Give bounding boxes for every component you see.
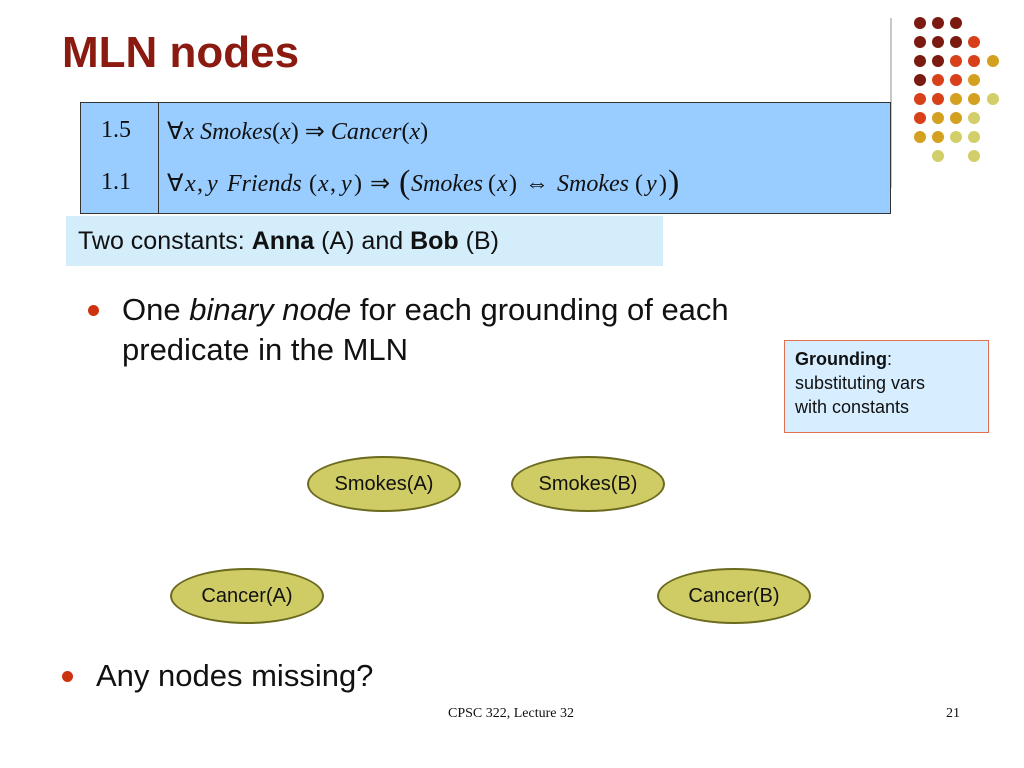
- node-smokes-b: Smokes(B): [511, 456, 665, 512]
- bullet-emphasis: binary node: [189, 292, 352, 327]
- implies-symbol: ⇒: [298, 119, 331, 145]
- constants-prefix: Two constants:: [78, 227, 252, 255]
- svg-text:y: y: [339, 171, 352, 197]
- slide-title: MLN nodes: [62, 28, 300, 77]
- svg-text:): ): [509, 171, 517, 197]
- footer-page-number: 21: [946, 706, 960, 721]
- svg-text:): ): [668, 164, 679, 201]
- formula-1-part: ): [420, 119, 429, 145]
- svg-text:y: y: [205, 171, 218, 197]
- grounding-callout: Grounding: substituting vars with consta…: [784, 340, 989, 433]
- callout-term: Grounding: [795, 349, 887, 369]
- constants-banner: Two constants: Anna (A) and Bob (B): [66, 216, 663, 266]
- svg-text:(: (: [488, 171, 496, 197]
- svg-text:(: (: [309, 171, 317, 197]
- node-cancer-a: Cancer(A): [170, 568, 324, 624]
- formula-weight-2: 1.1: [101, 169, 131, 195]
- constants-text: (A) and: [314, 227, 411, 255]
- callout-line: with constants: [795, 397, 910, 417]
- svg-text:(: (: [399, 164, 410, 201]
- formula-1-part: (: [272, 119, 281, 145]
- constants-text: (B): [458, 227, 499, 255]
- forall-symbol: ∀: [167, 119, 184, 145]
- svg-text:Smokes: Smokes: [411, 171, 483, 197]
- formula-1: ∀x Smokes(x) ⇒ Cancer(x): [167, 117, 428, 146]
- bullet-dot: [62, 671, 73, 682]
- bullet-text-part: predicate in the MLN: [122, 332, 409, 367]
- svg-text:,: ,: [197, 171, 203, 197]
- title-divider-line: [890, 18, 892, 188]
- svg-text:(: (: [635, 171, 643, 197]
- bullet-text-part: One: [122, 292, 190, 327]
- formula-1-part: x: [280, 119, 291, 145]
- node-smokes-a: Smokes(A): [307, 456, 461, 512]
- callout-colon: :: [886, 349, 892, 369]
- svg-text:,: ,: [330, 171, 336, 197]
- formula-1-part: Cancer: [330, 119, 402, 145]
- svg-text:): ): [354, 171, 362, 197]
- svg-text:∀: ∀: [167, 171, 184, 197]
- formula-1-part: x Smokes: [183, 119, 273, 145]
- bullet-dot: [88, 305, 99, 316]
- svg-text:⇒: ⇒: [370, 171, 390, 197]
- callout-line: substituting vars: [795, 373, 926, 393]
- svg-text:x: x: [184, 171, 196, 197]
- formula-2-equation-image: ∀ x, y Friends (x, y) ⇒ ( Smokes (x) ⇔ S…: [167, 164, 679, 201]
- formula-1-part: ): [290, 119, 299, 145]
- formula-column-divider: [158, 103, 159, 213]
- svg-text:⇔: ⇔: [525, 171, 549, 197]
- bullet-1-text: One binary node for each grounding of ea…: [122, 290, 729, 370]
- formula-table: 1.5 1.1 ∀x Smokes(x) ⇒ Cancer(x) ∀ x, y …: [80, 102, 891, 214]
- svg-text:x: x: [496, 171, 508, 197]
- constant-anna: Anna: [251, 227, 315, 255]
- formula-1-part: x: [409, 119, 421, 145]
- svg-text:Smokes: Smokes: [557, 171, 629, 197]
- svg-text:y: y: [644, 171, 657, 197]
- svg-text:Friends: Friends: [226, 171, 302, 197]
- node-cancer-b: Cancer(B): [657, 568, 811, 624]
- svg-text:x: x: [317, 171, 329, 197]
- svg-text:): ): [659, 171, 667, 197]
- decorative-dot-grid: [914, 17, 999, 162]
- formula-weight-1: 1.5: [101, 117, 131, 143]
- bullet-text-part: for each grounding of each: [351, 292, 729, 327]
- bullet-2-text: Any nodes missing?: [96, 658, 374, 693]
- footer-course: CPSC 322, Lecture 32: [448, 706, 574, 721]
- constant-bob: Bob: [410, 227, 459, 255]
- formula-1-part: (: [401, 119, 410, 145]
- dot-pattern: [914, 17, 999, 162]
